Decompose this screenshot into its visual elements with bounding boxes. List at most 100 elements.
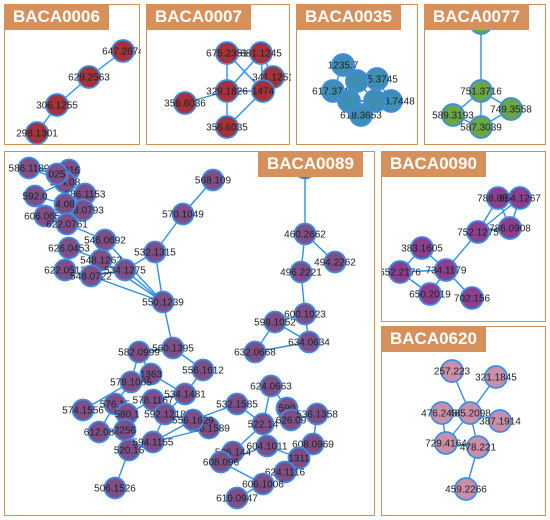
node-label: 1235.7 [328,61,359,72]
node-circle [289,260,313,284]
network-node: 1363 [139,362,163,386]
node-label: 536.1358 [296,410,338,421]
network-node: 1474 [251,79,275,103]
network-node: 550.1239 [142,290,184,314]
node-circle [161,336,185,360]
node-circle [337,89,361,113]
network-node: 624.1116 [265,460,306,484]
node-circle [251,79,275,103]
network-node: 654.1267 [499,186,541,210]
network-node: 2256 [113,418,137,442]
node-circle [141,430,165,454]
panel-baca0077: 733.3615751.3716749.3558589.3193587.3039… [424,4,546,145]
network-node: 520.16 [114,438,145,462]
network-node: 548.0722 [70,264,112,288]
network-node: 608.096 [203,450,240,474]
panel-title: BACA0089 [258,151,363,177]
node-label: 729.4164 [425,439,467,450]
panel-title: BACA0007 [146,4,251,30]
node-label: 608.0969 [292,440,334,451]
network-node: 734.1179 [426,258,467,282]
node-circle [249,41,273,65]
node-circle [215,41,239,65]
node-circle [77,65,101,89]
node-circle [45,162,69,186]
node-label: 600.1023 [284,310,326,321]
node-label: 459.2266 [445,485,487,496]
node-circle [191,358,215,382]
node-circle [273,460,297,484]
network-node: 632.0668 [234,340,276,364]
node-label: 536.1589 [188,424,230,435]
node-label: 634.0634 [288,338,330,349]
node-circle [410,236,434,260]
node-label: 560.1395 [152,344,194,355]
network-node: 494.2262 [314,250,356,274]
node-label: 2256 [114,426,137,437]
node-circle [87,420,111,444]
node-label: 383.1605 [401,244,443,255]
node-label: 622.0761 [46,220,88,231]
node-circle [113,258,137,282]
network-node: 496.2221 [280,260,322,284]
network-node: 752.1275 [457,220,499,244]
node-label: 751.3716 [460,87,502,98]
network-node: 460.2662 [284,222,326,246]
nodes: 788.0889654.1267752.1275786.0908383.1605… [382,186,541,310]
network-node: 548.1262 [80,248,122,272]
node-circle [215,115,239,139]
node-label: 604.1011 [247,442,288,453]
network-node: 624.0663 [250,374,292,398]
node-label: 356.6035 [206,123,248,134]
network-node: 634.0634 [288,330,330,354]
node-circle [173,382,197,406]
network-node: 025 [45,162,69,186]
node-label: 548.0722 [70,272,112,283]
node-label: 592.0 [22,192,47,203]
node-label: 341.1251 [252,73,291,84]
network-node: 652.2176 [382,260,421,284]
node-label: 632.0668 [234,348,276,359]
node-label: 1474 [252,87,275,98]
panel-title: BACA0077 [424,4,529,30]
node-circle [201,168,225,192]
node-label: 532.1315 [134,248,176,259]
panel-title: BACA0006 [4,4,109,30]
network-node: 751.3716 [460,79,502,103]
node-circle [89,248,113,272]
node-label: 494.2262 [314,258,356,269]
node-label: 025 [49,170,66,181]
network-node: 459.2266 [445,477,487,501]
network-node: 534.1275 [104,258,146,282]
network-node: 532.1585 [216,392,258,416]
node-circle [434,258,458,282]
node-circle [103,476,127,500]
node-label: 734.1179 [426,266,467,277]
node-label: 580.1 [114,410,139,421]
node-circle [17,156,41,180]
network-node: 786.0908 [489,216,531,240]
node-circle [323,250,347,274]
node-label: 587.3039 [460,123,502,134]
network-node: 749.3558 [490,97,532,121]
network-node: 606.0651 [24,204,66,228]
network-node [363,89,387,113]
node-circle [23,184,47,208]
node-label: 586.1189 [9,164,50,175]
node-label: 506.1526 [94,484,136,495]
node-label: 626.0453 [48,244,90,255]
node-label: 618.0793 [62,206,104,217]
node-label: 749.3558 [490,105,532,116]
node-circle [225,392,249,416]
node-label: 321.1845 [475,373,517,384]
node-circle [143,240,167,264]
network-node: 681.1245 [240,41,282,65]
